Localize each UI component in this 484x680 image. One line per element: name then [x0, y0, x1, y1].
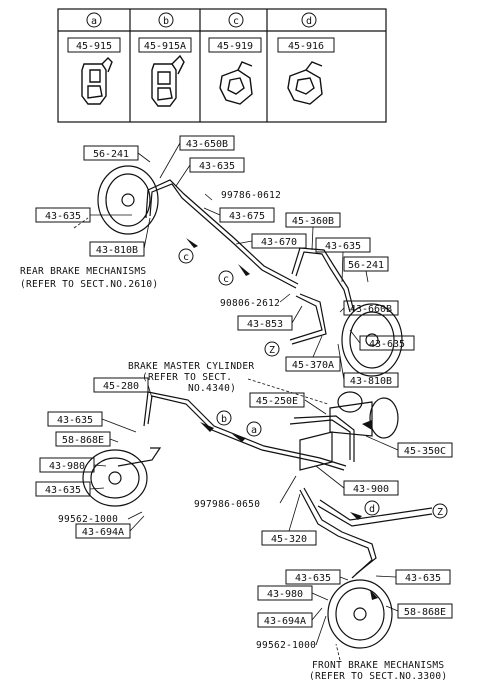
rear-right-brake-drawing: [341, 303, 403, 377]
front-brake-note-line1: FRONT BRAKE MECHANISMS: [312, 660, 444, 671]
label-45-360b: 45-360B: [292, 216, 334, 227]
clip-letter-a: a: [91, 16, 97, 27]
label-43-635-front-left: 43-635: [45, 485, 81, 496]
label-43-635-right-a: 43-635: [325, 241, 361, 252]
label-90806-2612: 90806-2612: [220, 298, 280, 309]
front-left-brake-drawing: [82, 449, 148, 507]
master-cylinder-note-line2: (REFER TO SECT.: [142, 372, 232, 383]
label-45-320: 45-320: [271, 534, 307, 545]
clip-column-c: c 45-919: [208, 12, 262, 105]
clip-d-icon: [287, 61, 323, 105]
label-43-635-front-b: 43-635: [405, 573, 441, 584]
callout-z-lower: Z: [437, 507, 443, 518]
label-43-810b-right: 43-810B: [350, 376, 392, 387]
label-43-635-front-a: 43-635: [295, 573, 331, 584]
label-56-241-rear: 56-241: [93, 149, 129, 160]
label-99562-1000-left: 99562-1000: [58, 514, 118, 525]
clip-c-icon: [219, 61, 253, 105]
clip-letter-d: d: [306, 16, 312, 27]
front-brake-note-line2: (REFER TO SECT.NO.3300): [309, 671, 447, 680]
master-cylinder-note-line3: NO.4340): [188, 383, 236, 394]
master-cylinder-note-line1: BRAKE MASTER CYLINDER: [128, 361, 254, 372]
notes: REAR BRAKE MECHANISMS (REFER TO SECT.NO.…: [20, 266, 447, 680]
label-43-900: 43-900: [353, 484, 389, 495]
label-43-853: 43-853: [247, 319, 283, 330]
callout-c-upper: c: [183, 252, 189, 263]
clip-column-a: a 45-915: [67, 12, 121, 105]
leader-lines: [73, 142, 399, 661]
label-43-980-right: 43-980: [267, 589, 303, 600]
label-43-670: 43-670: [261, 237, 297, 248]
clip-letter-b: b: [163, 16, 169, 27]
label-43-635-mid-left: 43-635: [57, 415, 93, 426]
clip-part-c: 45-919: [217, 41, 253, 52]
clip-column-b: b 45-915A: [138, 12, 192, 107]
clip-part-a: 45-915: [76, 41, 112, 52]
label-45-280: 45-280: [103, 381, 139, 392]
label-45-250e: 45-250E: [256, 396, 298, 407]
clip-part-d: 45-916: [288, 41, 324, 52]
callouts: c c Z b a d Z: [178, 248, 448, 519]
label-43-810b-left: 43-810B: [96, 245, 138, 256]
flow-arrows: [186, 238, 378, 600]
label-43-635-upper: 43-635: [199, 161, 235, 172]
callout-c-lower: c: [223, 274, 229, 285]
part-labels: 56-241 43-650B 43-635 99786-0612 43-635 …: [45, 139, 446, 651]
label-43-694a-right: 43-694A: [264, 616, 306, 627]
label-99786-0612: 99786-0612: [221, 190, 281, 201]
callout-z-upper: Z: [269, 345, 275, 356]
label-43-660b: 43-660B: [350, 304, 392, 315]
label-56-241-right: 56-241: [348, 260, 384, 271]
clip-table: [57, 8, 387, 123]
label-43-635-right-b: 43-635: [369, 339, 405, 350]
label-58-868e-right: 58-868E: [404, 607, 446, 618]
label-45-350c: 45-350C: [404, 446, 446, 457]
rear-left-brake-drawing: [97, 165, 159, 235]
callout-a: a: [251, 425, 257, 436]
label-43-694a-left: 43-694A: [82, 527, 124, 538]
label-58-868e-left: 58-868E: [62, 435, 104, 446]
front-right-brake-drawing: [327, 579, 393, 649]
callout-b: b: [221, 414, 227, 425]
label-43-980-left: 43-980: [49, 461, 85, 472]
clip-a-icon: [81, 57, 113, 105]
rear-brake-note-line2: (REFER TO SECT.NO.2610): [20, 279, 158, 290]
label-43-675: 43-675: [229, 211, 265, 222]
clip-column-d: d 45-916: [277, 12, 335, 105]
rear-brake-note-line1: REAR BRAKE MECHANISMS: [20, 266, 146, 277]
clip-b-icon: [151, 54, 185, 107]
label-997986-0650: 997986-0650: [194, 499, 260, 510]
label-43-650b: 43-650B: [186, 139, 228, 150]
callout-d: d: [369, 504, 375, 515]
label-45-370a: 45-370A: [292, 360, 334, 371]
clip-letter-c: c: [233, 16, 239, 27]
clip-part-b: 45-915A: [144, 41, 186, 52]
label-99562-1000-right: 99562-1000: [256, 640, 316, 651]
label-43-635-rear-left: 43-635: [45, 211, 81, 222]
